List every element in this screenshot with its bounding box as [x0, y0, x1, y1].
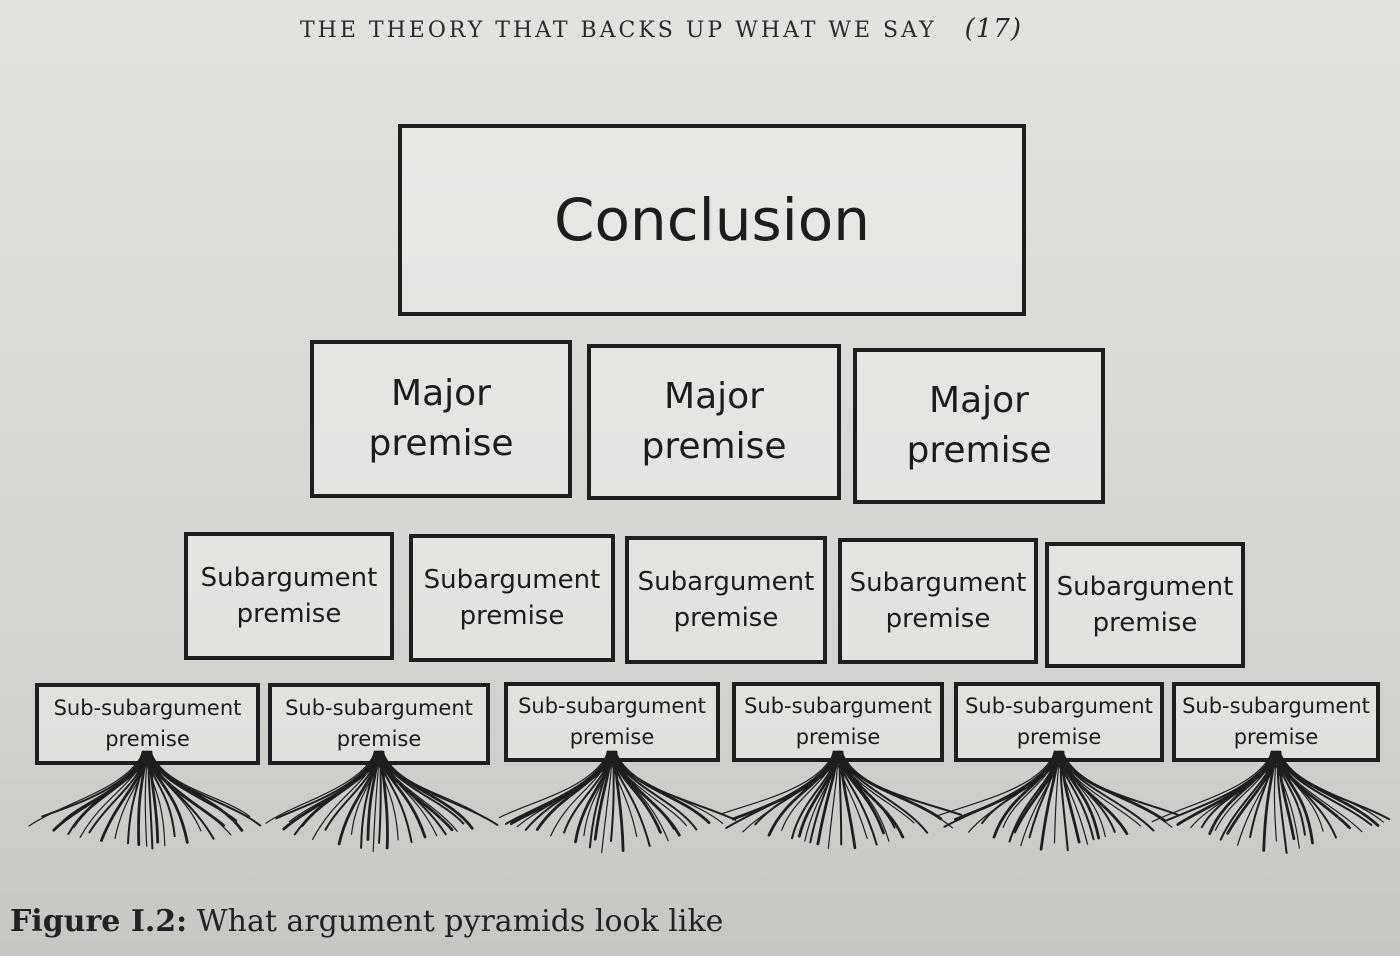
root-strand	[720, 751, 835, 815]
root-strand	[612, 750, 711, 824]
figure-label: Figure I.2:	[10, 904, 188, 939]
root-strand	[992, 750, 1057, 839]
root-strand	[535, 750, 610, 831]
sub-subargument-premise-label: Sub-subargument premise	[744, 694, 932, 749]
root-strand	[1275, 751, 1373, 826]
root-strand	[72, 750, 145, 828]
major-premise-box: Major premise	[310, 340, 572, 498]
major-premise-label: Major premise	[641, 376, 787, 467]
root-strand	[1058, 751, 1155, 832]
sub-subargument-premise-box: Sub-subargument premise	[732, 682, 944, 762]
root-strand	[837, 751, 929, 834]
root-strand	[1151, 751, 1273, 823]
root-strand	[374, 751, 399, 841]
subargument-premise-box: Subargument premise	[184, 532, 394, 660]
sub-subargument-premise-label: Sub-subargument premise	[518, 694, 706, 749]
root-strand	[1028, 751, 1057, 839]
root-strand	[1054, 751, 1089, 845]
root-strand	[816, 750, 838, 846]
root-strand	[142, 751, 166, 847]
root-strand	[1262, 750, 1276, 852]
root-strand	[832, 750, 905, 839]
subargument-premise-label: Subargument premise	[1056, 572, 1234, 638]
root-strand	[1270, 750, 1351, 830]
root-strand	[374, 751, 499, 826]
subargument-premise-label: Subargument premise	[849, 568, 1027, 634]
root-strand	[607, 751, 737, 821]
root-strand	[373, 750, 454, 832]
header-title: THE THEORY THAT BACKS UP WHAT WE SAY	[300, 18, 937, 43]
root-strand	[300, 750, 377, 827]
page-number: (17)	[964, 14, 1022, 44]
roots-group	[28, 750, 1391, 854]
sub-subargument-premise-label: Sub-subargument premise	[285, 696, 473, 751]
root-strand	[935, 751, 1056, 817]
root-strand	[809, 751, 836, 844]
major-premise-box: Major premise	[853, 348, 1105, 504]
root-strand	[360, 751, 377, 849]
sub-subargument-premise-label: Sub-subargument premise	[53, 696, 242, 751]
root-strand	[265, 751, 376, 824]
subargument-premise-box: Subargument premise	[838, 538, 1038, 664]
sub-subargument-premise-label: Sub-subargument premise	[1182, 694, 1370, 749]
root-strand	[1208, 750, 1274, 835]
figure-caption: Figure I.2: What argument pyramids look …	[10, 904, 723, 939]
root-strand	[127, 751, 145, 845]
root-strand	[379, 750, 474, 830]
roots-illustration	[28, 750, 1391, 854]
running-header: THE THEORY THAT BACKS UP WHAT WE SAY (17)	[300, 14, 1140, 44]
major-premise-label: Major premise	[368, 373, 514, 464]
root-strand	[1176, 750, 1278, 826]
root-strand	[606, 750, 681, 837]
root-strand	[1054, 751, 1179, 816]
root-strand	[1249, 751, 1274, 838]
root-strand	[1271, 751, 1300, 849]
root-strand	[150, 751, 251, 817]
root-strand	[1276, 750, 1380, 827]
root-strand	[142, 751, 262, 827]
conclusion-label: Conclusion	[553, 186, 871, 254]
root-strand	[378, 751, 465, 825]
subargument-premise-box: Subargument premise	[409, 534, 615, 662]
conclusion-box: Conclusion	[398, 124, 1026, 316]
root-strand	[141, 750, 226, 827]
root-strand	[767, 750, 836, 837]
root-strand	[607, 751, 638, 837]
root-strand	[1053, 750, 1129, 835]
sub-subargument-premise-label: Sub-subargument premise	[965, 694, 1153, 749]
root-strand	[1271, 751, 1391, 821]
figure-caption-text: What argument pyramids look like	[187, 904, 724, 939]
root-strand	[611, 751, 698, 831]
subargument-premise-label: Subargument premise	[200, 563, 378, 629]
root-strand	[382, 751, 485, 819]
major-premise-box: Major premise	[587, 344, 841, 500]
root-strand	[833, 751, 868, 840]
root-strand	[833, 751, 963, 816]
root-strand	[147, 750, 244, 832]
subargument-premise-box: Subargument premise	[1045, 542, 1245, 668]
major-premise-label: Major premise	[906, 380, 1052, 471]
subargument-premise-label: Subargument premise	[637, 567, 815, 633]
root-strand	[588, 751, 610, 849]
root-strand	[498, 751, 609, 819]
subargument-premise-label: Subargument premise	[423, 565, 601, 631]
root-strand	[28, 751, 144, 827]
sub-subargument-premise-box: Sub-subargument premise	[268, 683, 490, 765]
root-strand	[1039, 750, 1059, 851]
subargument-premise-box: Subargument premise	[625, 536, 827, 664]
